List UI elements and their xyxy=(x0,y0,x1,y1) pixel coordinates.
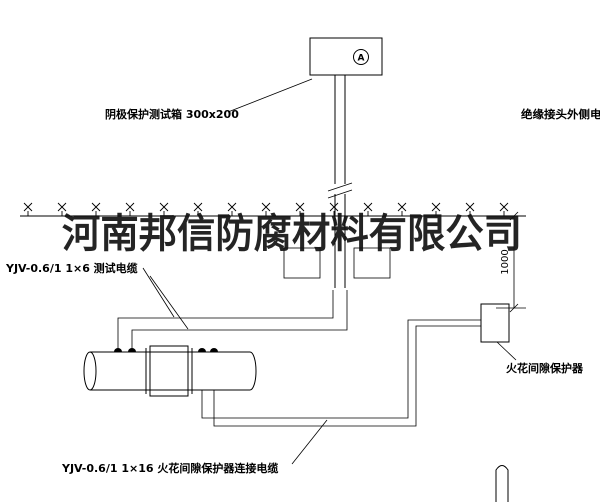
test-cable-run-1 xyxy=(117,290,334,350)
dimension-label: 1000 xyxy=(500,249,511,274)
spark-gap-cable-run-1 xyxy=(201,319,481,419)
test-box: A xyxy=(309,37,383,76)
weld-point xyxy=(210,348,218,352)
spark-gap-cable-run-2 xyxy=(213,325,481,427)
pipe-end-right xyxy=(249,351,257,391)
leader-test-box xyxy=(227,78,313,113)
pipe-end-left xyxy=(83,351,97,391)
conduit-riser xyxy=(327,75,353,288)
insulating-joint xyxy=(145,345,193,397)
ammeter-symbol xyxy=(353,49,369,65)
ammeter-letter: A xyxy=(358,54,365,64)
concrete-block-left xyxy=(283,247,321,279)
test-cable-label: YJV-0.6/1 1×6 测试电缆 xyxy=(5,261,138,275)
weld-points xyxy=(114,348,218,352)
pipe xyxy=(83,351,257,391)
concrete-block-right xyxy=(353,247,391,279)
spark-gap-label: 火花间隙保护器 xyxy=(506,361,584,375)
weld-point xyxy=(198,348,206,352)
pipe-break-mark xyxy=(327,182,353,192)
leader-test-cable-1 xyxy=(142,267,175,318)
spark-gap-protector-box xyxy=(480,303,510,343)
leader-bottom-cable xyxy=(291,419,328,465)
watermark-text: 河南邦信防腐材料有限公司 xyxy=(62,210,522,257)
test-box-label: 阴极保护测试箱 300x200 xyxy=(105,107,239,121)
leader-test-cable-2 xyxy=(149,275,189,330)
leader-spark-gap xyxy=(496,341,517,361)
pipe-riser-symbol xyxy=(495,465,509,502)
weld-point xyxy=(114,348,122,352)
weld-point xyxy=(128,348,136,352)
test-cable-run-2 xyxy=(131,290,348,350)
right-cable-label: 绝缘接头外侧电缆 xyxy=(521,107,600,121)
dimension-line: 1000 xyxy=(496,211,526,313)
bottom-cable-label: YJV-0.6/1 1×16 火花间隙保护器连接电缆 xyxy=(61,461,278,475)
